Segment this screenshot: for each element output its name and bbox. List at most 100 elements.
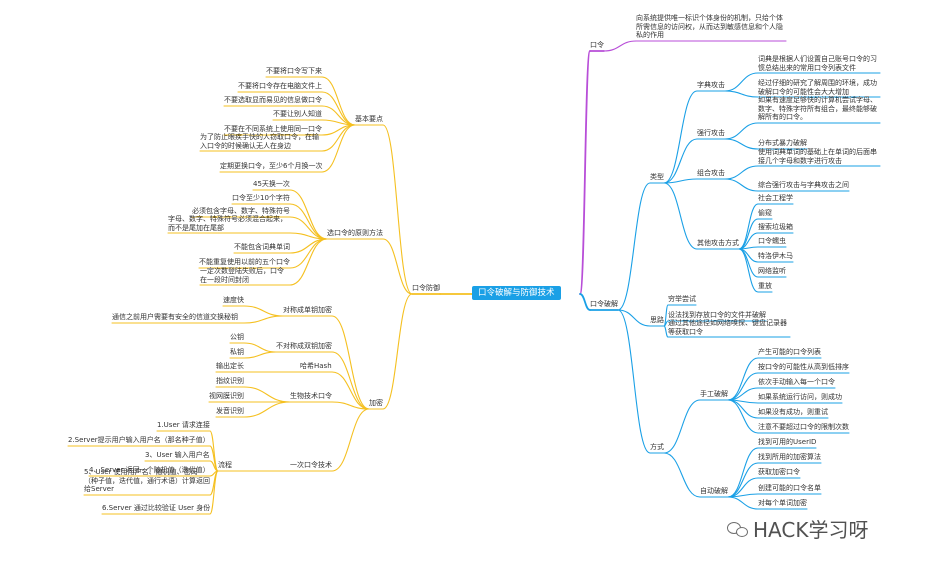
link-zdp bbox=[663, 452, 701, 498]
node-sw[interactable]: 生物技术口令 bbox=[290, 392, 332, 400]
link-lx bbox=[617, 182, 651, 311]
link-sl3 bbox=[663, 325, 669, 338]
node-yc[interactable]: 一次口令技术 bbox=[290, 461, 332, 469]
link-lc6 bbox=[209, 470, 219, 515]
node-sg4[interactable]: 如果系统运行访问，则成功 bbox=[758, 393, 842, 401]
node-sw3[interactable]: 发音识别 bbox=[216, 407, 244, 415]
node-dc1[interactable]: 速度快 bbox=[223, 296, 244, 304]
node-kl_d[interactable]: 向系统提供唯一标识个体身份的机制，只给个体所需信息的访问权，从而达到敏感信息和个… bbox=[636, 14, 783, 40]
node-jb2[interactable]: 不要将口令存在电脑文件上 bbox=[238, 82, 322, 90]
node-jb1[interactable]: 不要将口令写下来 bbox=[266, 67, 322, 75]
link-sg bbox=[663, 399, 701, 454]
mind-map-links bbox=[67, 40, 881, 515]
node-lc1[interactable]: 1.User 请求连接 bbox=[157, 421, 210, 429]
node-qj2[interactable]: 分布式暴力破解 bbox=[758, 139, 807, 147]
node-sl[interactable]: 思路 bbox=[650, 316, 664, 324]
node-sg2[interactable]: 按口令的可能性从高到低排序 bbox=[758, 363, 849, 371]
node-qt2[interactable]: 偷窥 bbox=[758, 209, 772, 217]
node-lc6[interactable]: 6.Server 通过比较验证 User 身份 bbox=[102, 504, 211, 512]
node-zh1[interactable]: 使用词典单词的基础上在单词的后面串接几个字母和数字进行攻击 bbox=[758, 148, 877, 165]
node-zdp5[interactable]: 对每个单词加密 bbox=[758, 499, 807, 507]
node-qt5[interactable]: 特洛伊木马 bbox=[758, 252, 793, 260]
node-fd[interactable]: 不对称成双钥加密 bbox=[276, 342, 332, 350]
link-sw bbox=[331, 401, 370, 410]
node-qt[interactable]: 其他攻击方式 bbox=[697, 239, 739, 247]
node-zdp1[interactable]: 找到可用的UserID bbox=[758, 438, 817, 446]
node-dc2[interactable]: 通信之前用户需要有安全的信道交换秘钥 bbox=[112, 313, 238, 321]
node-qj[interactable]: 强行攻击 bbox=[697, 129, 725, 137]
link-zdp2 bbox=[727, 462, 759, 498]
node-zh[interactable]: 组合攻击 bbox=[697, 169, 725, 177]
link-zd bbox=[663, 90, 698, 184]
node-zdp4[interactable]: 创建可能的口令名单 bbox=[758, 484, 821, 492]
node-qt1[interactable]: 社会工程学 bbox=[758, 194, 793, 202]
node-dc[interactable]: 对称成单钥加密 bbox=[283, 306, 332, 314]
node-zd[interactable]: 字典攻击 bbox=[697, 81, 725, 89]
node-zdp[interactable]: 自动破解 bbox=[700, 487, 728, 495]
node-xq2[interactable]: 口令至少10个字符 bbox=[232, 194, 290, 202]
node-xq6[interactable]: 不能重复使用以前的五个口令 bbox=[199, 258, 290, 266]
node-zh2[interactable]: 综合强行攻击与字典攻击之间 bbox=[758, 181, 849, 189]
node-lx[interactable]: 类型 bbox=[650, 173, 664, 181]
node-lc2[interactable]: 2.Server提示用户输入用户名（那名种子值） bbox=[68, 436, 210, 444]
node-sg6[interactable]: 注意不要超过口令的限制次数 bbox=[758, 423, 849, 431]
node-hx[interactable]: 哈希Hash bbox=[300, 362, 332, 370]
link-qt7 bbox=[738, 248, 759, 293]
node-lc5[interactable]: 5、User 使用用户名、随机值、密码（种子值，迭代值，通行术语）计算返回给Se… bbox=[84, 468, 210, 494]
link-sg6 bbox=[727, 399, 759, 434]
node-jb7[interactable]: 定期更换口令，至少6个月换一次 bbox=[220, 162, 323, 170]
node-jb5[interactable]: 不要在不同系统上使用同一口令 bbox=[224, 125, 322, 133]
node-jb4[interactable]: 不要让别人知道 bbox=[273, 110, 322, 118]
link-zh bbox=[663, 178, 698, 184]
node-zdp3[interactable]: 获取加密口令 bbox=[758, 468, 800, 476]
node-qt4[interactable]: 口令蠕虫 bbox=[758, 237, 786, 245]
node-jb6[interactable]: 为了防止眼疾手快的人窃取口令，在输入口令的时候确认无人在身边 bbox=[200, 133, 319, 150]
node-sw2[interactable]: 视网膜识别 bbox=[209, 392, 244, 400]
node-xq[interactable]: 选口令的原则方法 bbox=[327, 229, 383, 237]
node-xq4[interactable]: 字母、数字、特殊符号必须混合起来，而不是尾加在尾部 bbox=[168, 215, 287, 232]
node-qt6[interactable]: 网络监听 bbox=[758, 267, 786, 275]
node-xq5[interactable]: 不能包含词典单词 bbox=[234, 243, 290, 251]
node-qt7[interactable]: 重放 bbox=[758, 282, 772, 290]
node-fy[interactable]: 口令防御 bbox=[412, 284, 440, 292]
node-lc3[interactable]: 3、User 输入用户名 bbox=[145, 451, 210, 459]
link-sw3 bbox=[243, 401, 291, 418]
node-jm[interactable]: 加密 bbox=[369, 399, 383, 407]
watermark: HACK学习呀 bbox=[727, 514, 868, 543]
node-lc4[interactable]: 4、Server 返回一个随机值（迭代值） bbox=[89, 466, 210, 474]
node-hx1[interactable]: 输出定长 bbox=[216, 362, 244, 370]
link-zd2 bbox=[724, 90, 759, 98]
node-sg[interactable]: 手工破解 bbox=[700, 390, 728, 398]
node-pj[interactable]: 口令破解 bbox=[590, 300, 618, 308]
node-zdp2[interactable]: 找到所用的加密算法 bbox=[758, 453, 821, 461]
node-qj1[interactable]: 如果有速度足够快的计算机尝试字母、数字、特殊字符所有组合，最终能够破解所有的口令… bbox=[758, 96, 877, 122]
link-fs bbox=[617, 309, 651, 454]
node-xq1[interactable]: 45天换一次 bbox=[253, 180, 290, 188]
node-sl3[interactable]: 通过其他途径如网络嗅探、键盘记录器等获取口令 bbox=[668, 319, 787, 336]
node-zd1[interactable]: 词典是根据人们设置自己账号口令的习惯总结出来的常用口令列表文件 bbox=[758, 55, 877, 72]
node-sg1[interactable]: 产生可能的口令列表 bbox=[758, 348, 821, 356]
link-qt1 bbox=[738, 203, 759, 250]
root-node[interactable]: 口令破解与防御技术 bbox=[472, 286, 561, 300]
link-yc bbox=[331, 408, 370, 472]
node-fd1[interactable]: 公钥 bbox=[230, 333, 244, 341]
node-sg3[interactable]: 依次手动输入每一个口令 bbox=[758, 378, 835, 386]
node-lc[interactable]: 流程 bbox=[218, 461, 232, 469]
node-jb3[interactable]: 不要选取显而易见的信息做口令 bbox=[224, 96, 322, 104]
node-sl1[interactable]: 穷举尝试 bbox=[668, 295, 696, 303]
node-sw1[interactable]: 指纹识别 bbox=[216, 377, 244, 385]
node-xq3[interactable]: 必须包含字母、数字、特殊符号 bbox=[192, 207, 290, 215]
link-xq7 bbox=[289, 238, 328, 286]
node-qt3[interactable]: 搜索垃圾箱 bbox=[758, 223, 793, 231]
node-kl[interactable]: 口令 bbox=[590, 41, 604, 49]
link-zh1 bbox=[724, 165, 759, 180]
node-zd2[interactable]: 经过仔细的研究了解周围的环境，成功破解口令的可能性会大大增加 bbox=[758, 79, 877, 96]
node-sg5[interactable]: 如果没有成功，则重试 bbox=[758, 408, 828, 416]
node-jb[interactable]: 基本要点 bbox=[355, 115, 383, 123]
node-fs[interactable]: 方式 bbox=[650, 443, 664, 451]
node-fd2[interactable]: 私钥 bbox=[230, 348, 244, 356]
node-xq7[interactable]: 一定次数登陆失败后，口令在一段时间封闭 bbox=[200, 267, 284, 284]
link-hx bbox=[331, 371, 370, 410]
node-sl2[interactable]: 设法找到存放口令的文件并破解 bbox=[668, 311, 766, 319]
